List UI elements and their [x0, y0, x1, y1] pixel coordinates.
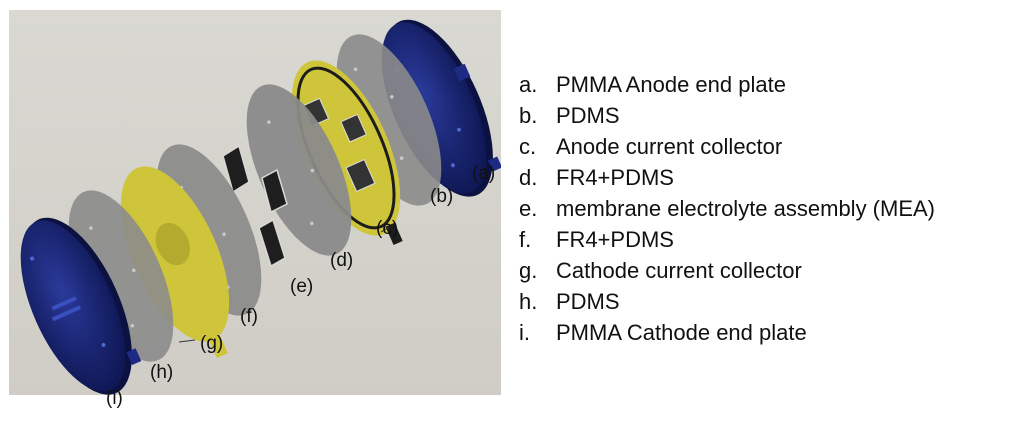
- marker-h: (h): [150, 362, 174, 383]
- marker-g: (g): [200, 333, 224, 354]
- legend-text: PDMS: [556, 103, 620, 128]
- legend-text: FR4+PDMS: [556, 165, 674, 190]
- legend-text: PMMA Anode end plate: [556, 72, 786, 97]
- legend-letter: h.: [519, 289, 538, 314]
- membrane-electrolyte-assembly: [222, 144, 288, 268]
- legend-text: Cathode current collector: [556, 258, 802, 283]
- marker-b: (b): [430, 186, 454, 207]
- legend-text: Anode current collector: [556, 134, 783, 159]
- legend-letter: c.: [519, 134, 537, 159]
- legend-letter: b.: [519, 103, 538, 128]
- pdms-layer-b: [336, 34, 442, 206]
- cathode-current-collector: [120, 166, 230, 358]
- legend-text: PMMA Cathode end plate: [556, 320, 807, 345]
- legend-letter: f.: [519, 227, 532, 252]
- legend-text: FR4+PDMS: [556, 227, 674, 252]
- anode-end-plate: [381, 19, 501, 197]
- cathode-end-plate: [20, 217, 142, 395]
- legend-letter: a.: [519, 72, 538, 97]
- fuel-cell-stack-drawing: [20, 19, 501, 395]
- marker-a: (a): [472, 163, 496, 184]
- pdms-layer-h: [68, 190, 174, 362]
- marker-d: (d): [330, 250, 354, 271]
- legend-text: PDMS: [556, 289, 620, 314]
- marker-c: (c): [376, 218, 399, 239]
- legend-text: membrane electrolyte assembly (MEA): [556, 196, 936, 221]
- exploded-view-render: [9, 10, 501, 395]
- marker-i: (i): [106, 388, 123, 409]
- legend-letter: d.: [519, 165, 538, 190]
- legend-letter: e.: [519, 196, 538, 221]
- fr4-pdms-layer-d: [246, 84, 352, 256]
- marker-e: (e): [290, 276, 314, 297]
- legend-letter: g.: [519, 258, 538, 283]
- leader-lines: [178, 225, 392, 343]
- marker-f: (f): [240, 306, 258, 327]
- legend-letter: i.: [519, 320, 530, 345]
